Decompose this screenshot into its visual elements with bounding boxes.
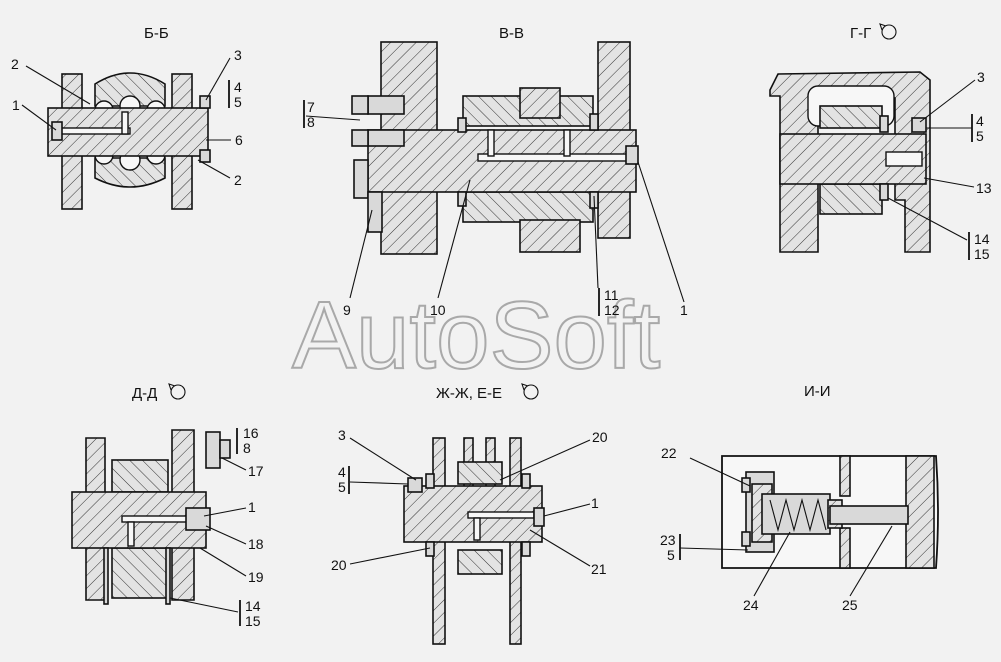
callout-ze-1: 1	[591, 495, 599, 511]
callout-vv-9: 9	[343, 302, 351, 318]
callout-vv-8: 8	[307, 114, 315, 130]
callout-ze-4: 4	[338, 464, 346, 480]
callout-dd-18: 18	[248, 536, 264, 552]
callout-gg-13: 13	[976, 180, 992, 196]
callout-bb-3: 3	[234, 47, 242, 63]
callout-ii-25: 25	[842, 597, 858, 613]
callout-dd-1: 1	[248, 499, 256, 515]
section-title-bb: Б-Б	[144, 25, 169, 42]
section-dd: Д-Д 16 8 17 1 18 19 14 15	[71, 383, 264, 629]
callout-vv-1: 1	[680, 302, 688, 318]
section-gg: Г-Г 3 4 5 13 14 15	[769, 23, 992, 262]
section-bb: Б-Б 2 1 3 4 5 6 2	[11, 25, 243, 210]
callout-ii-23: 23	[660, 532, 676, 548]
callout-dd-16: 16	[243, 425, 259, 441]
rotation-icon	[881, 24, 897, 40]
callout-dd-19: 19	[248, 569, 264, 585]
section-ii: И-И 22 23 5 24 25	[660, 383, 939, 613]
section-title-dd: Д-Д	[132, 385, 157, 402]
rotation-arrow-icon	[879, 23, 887, 31]
callout-gg-15: 15	[974, 246, 990, 262]
callout-bb-2b: 2	[234, 172, 242, 188]
callout-ze-3: 3	[338, 427, 346, 443]
callout-bb-6: 6	[235, 132, 243, 148]
section-title-vv: В-В	[499, 25, 524, 42]
callout-ze-21: 21	[591, 561, 607, 577]
rotation-icon-dd	[170, 384, 186, 400]
callout-ze-20b: 20	[331, 557, 347, 573]
callout-bb-1: 1	[12, 97, 20, 113]
callout-dd-15: 15	[245, 613, 261, 629]
callout-bb-5: 5	[234, 94, 242, 110]
callout-vv-10: 10	[430, 302, 446, 318]
callout-dd-8: 8	[243, 440, 251, 456]
callout-vv-12: 12	[604, 302, 620, 318]
callout-dd-17: 17	[248, 463, 264, 479]
callout-bb-4: 4	[234, 79, 242, 95]
callout-vv-11: 11	[604, 287, 619, 303]
callout-dd-14: 14	[245, 598, 261, 614]
rotation-icon-zhe	[523, 384, 539, 400]
section-title-gg: Г-Г	[850, 25, 871, 42]
section-title-zhe: Ж-Ж, Е-Е	[436, 385, 502, 402]
callout-ze-20a: 20	[592, 429, 608, 445]
section-zhe: Ж-Ж, Е-Е 3 4 5 20 1 20 21	[331, 383, 608, 645]
callout-gg-4: 4	[976, 113, 984, 129]
section-vv: В-В 7 8 9 10 11 12 1	[303, 25, 688, 318]
callout-ii-24: 24	[743, 597, 759, 613]
rotation-arrow-icon-zhe	[521, 383, 529, 391]
rotation-arrow-icon-dd	[168, 383, 176, 391]
section-title-ii: И-И	[804, 383, 831, 400]
callout-vv-7: 7	[307, 99, 315, 115]
callout-gg-14: 14	[974, 231, 990, 247]
callout-ii-22: 22	[661, 445, 677, 461]
callout-ze-5: 5	[338, 479, 346, 495]
callout-gg-5: 5	[976, 128, 984, 144]
callout-gg-3: 3	[977, 69, 985, 85]
callout-bb-2a: 2	[11, 56, 19, 72]
callout-ii-5: 5	[667, 547, 675, 563]
